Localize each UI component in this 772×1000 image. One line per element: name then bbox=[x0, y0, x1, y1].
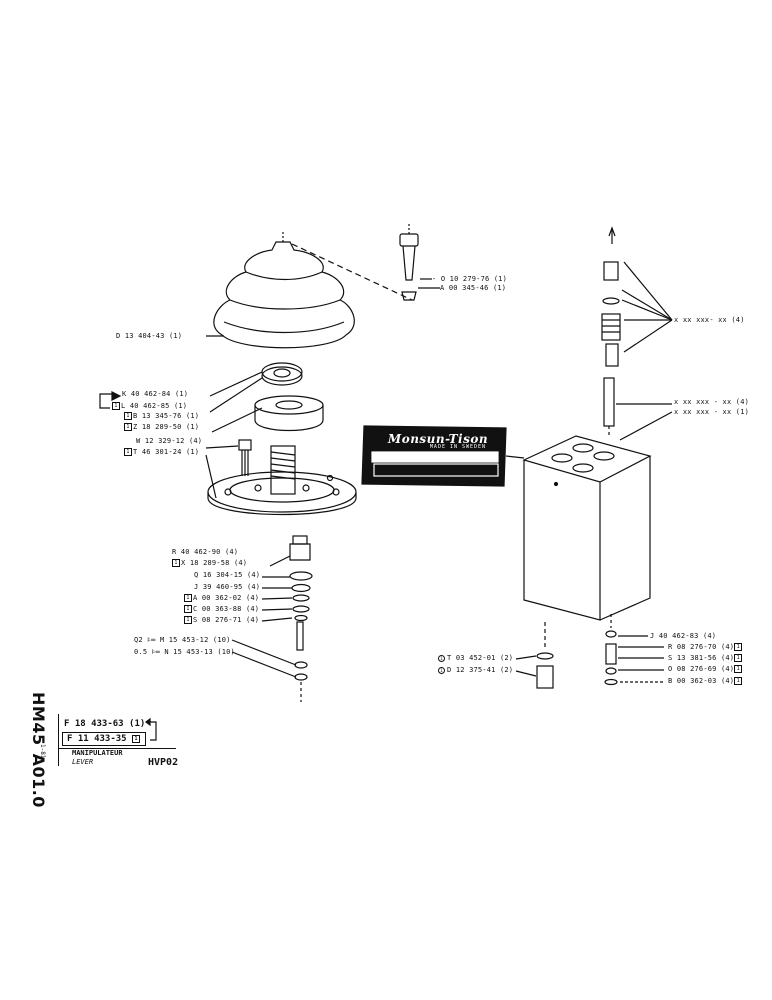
callout-n-15-453: 0.5 ⊧═ N 15 453-13 (10) bbox=[134, 648, 235, 656]
plunger-stack bbox=[289, 535, 313, 702]
title-description: MANIPULATEUR LEVER bbox=[72, 749, 123, 767]
title-frame-vertical bbox=[58, 714, 59, 766]
callout-xx-low: x xx xxx - xx (1) bbox=[674, 408, 750, 416]
valve-block bbox=[522, 435, 652, 621]
callout-j-40-462: J 40 462-83 (4) bbox=[650, 632, 717, 640]
nameplate-subtitle: MADE IN SWEDEN bbox=[429, 444, 487, 450]
base-flange bbox=[207, 445, 357, 516]
desc-english: LEVER bbox=[72, 758, 94, 766]
page-code-section: A01.0 bbox=[29, 753, 48, 808]
desc-french: MANIPULATEUR bbox=[72, 749, 123, 757]
callout-r-08-276: R 08 276-70 (4)1 bbox=[668, 643, 743, 652]
right-bottom-parts bbox=[604, 614, 618, 686]
lever-pin bbox=[399, 224, 419, 301]
page-code-model: HM45 bbox=[29, 692, 48, 746]
callout-b-00-362: B 00 362-03 (4)1 bbox=[668, 677, 743, 686]
cap-screw bbox=[238, 439, 252, 476]
title-ref-2: F 11 433-35 1 bbox=[62, 732, 147, 746]
callout-xx-upper: x xx xxx- xx (4) bbox=[674, 316, 745, 324]
callout-r-40-462: R 40 462-90 (4) bbox=[172, 548, 239, 556]
callout-w-12-329: W 12 329-12 (4) bbox=[136, 437, 203, 445]
title-frame-horizontal bbox=[58, 748, 176, 749]
callout-j-39-460: J 39 460-95 (4) bbox=[194, 583, 261, 591]
callout-o-10-279: - O 10 279-76 (1) bbox=[432, 275, 508, 283]
nameplate-text: Monsun-Tison MADE IN SWEDEN bbox=[372, 432, 504, 450]
callout-o-08-276: O 08 276-69 (4)1 bbox=[668, 665, 743, 674]
bellows-boot bbox=[213, 232, 355, 349]
hex-nut bbox=[261, 362, 303, 386]
callout-m-15-453: Q2 ⊧═ M 15 453-12 (10) bbox=[134, 636, 231, 644]
callout-d-13-404: D 13 404-43 (1) bbox=[116, 332, 183, 340]
callout-a-00-345: A 00 345-46 (1) bbox=[440, 284, 507, 292]
valve-cartridge-stack bbox=[601, 226, 621, 438]
callout-s-13-381: S 13 381-56 (4)1 bbox=[668, 654, 743, 663]
callout-k-40-462: K 40 462-84 (1) bbox=[122, 390, 189, 398]
callout-xx-mid: x xx xxx - xx (4) bbox=[674, 398, 750, 406]
model-code: HVP02 bbox=[148, 757, 179, 768]
nameplate-brand: Monsun-Tison bbox=[387, 432, 489, 446]
callout-q-16-304: Q 16 304-15 (4) bbox=[194, 571, 261, 579]
bushing bbox=[254, 395, 324, 432]
bottom-plug bbox=[536, 622, 554, 689]
title-side-small: 1-81 bbox=[39, 744, 46, 759]
nameplate bbox=[361, 425, 507, 487]
title-ref-1: F 18 433-63 (1) bbox=[64, 719, 146, 729]
